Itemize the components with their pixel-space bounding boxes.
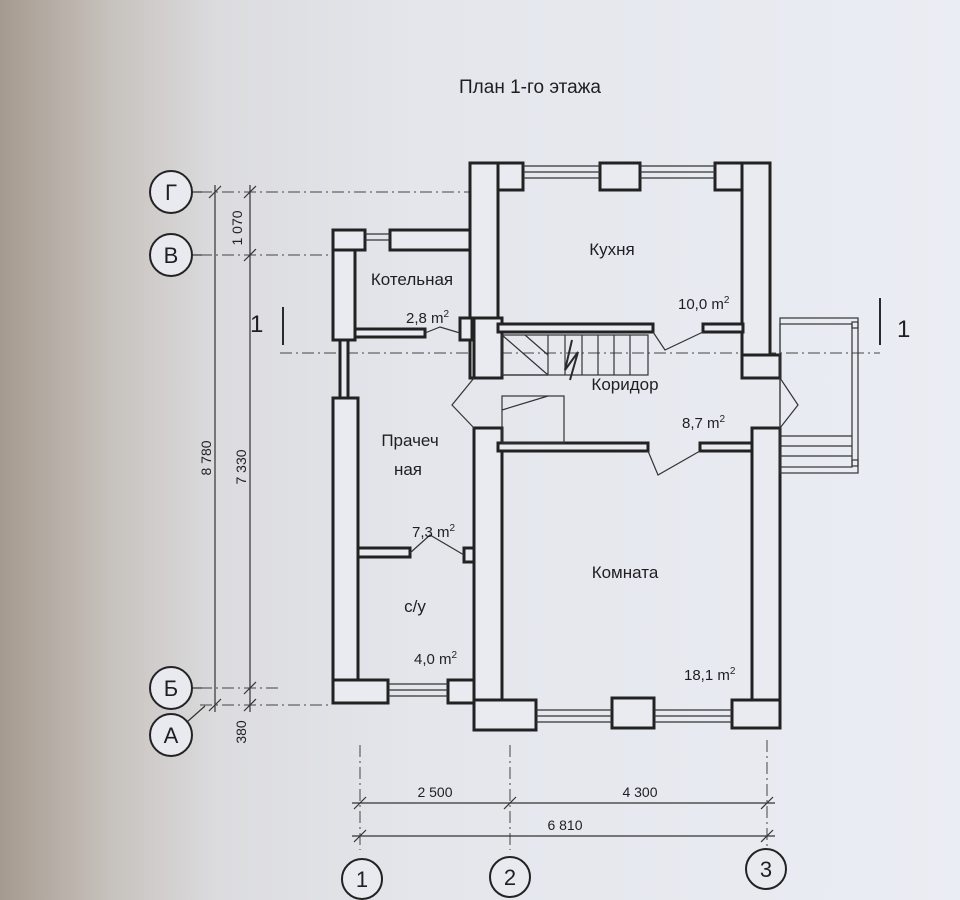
- dim-380: 380: [233, 720, 249, 744]
- area-corridor: 8,7 m2: [682, 414, 726, 432]
- section-markers: 1 1: [250, 298, 910, 345]
- dim-1070: 1 070: [229, 210, 245, 245]
- axis-label-b: Б: [164, 676, 178, 701]
- door-kitchen: [652, 331, 704, 351]
- window: [640, 165, 715, 179]
- area-kitchen: 10,0 m2: [678, 295, 730, 313]
- door-entrance-right: [779, 377, 799, 429]
- area-boiler: 2,8 m2: [406, 309, 450, 327]
- door-boiler: [424, 326, 461, 334]
- wall-segment: [701, 322, 745, 334]
- axis-label-1: 1: [356, 867, 368, 892]
- wall-segment: [338, 338, 350, 400]
- wall-segment: [472, 426, 504, 732]
- plan-title: План 1-го этажа: [459, 77, 601, 98]
- window: [536, 709, 612, 723]
- windows: [365, 165, 732, 723]
- axis-label-g: Г: [165, 180, 177, 205]
- wall-segment: [740, 353, 782, 380]
- room-name-boiler: Котельная: [371, 270, 453, 289]
- dim-2500: 2 500: [417, 784, 452, 800]
- room-labels: Кухня Котельная Коридор Прачеч ная Комна…: [371, 240, 659, 616]
- horizontal-dimensions: 2 500 4 300 6 810: [352, 784, 775, 843]
- wall-segment: [496, 441, 650, 453]
- wall-segment: [331, 678, 390, 705]
- wall-segment: [458, 316, 474, 342]
- wall-segment: [740, 161, 772, 380]
- dim-7330: 7 330: [233, 449, 249, 484]
- wall-segment: [353, 327, 427, 339]
- room-name-kitchen: Кухня: [589, 240, 635, 259]
- axis-label-v: В: [164, 243, 179, 268]
- wall-segment: [356, 546, 412, 559]
- wall-segment: [472, 698, 538, 732]
- door-entrance-left: [451, 377, 475, 429]
- doors: [409, 326, 799, 556]
- window: [388, 683, 448, 697]
- axis-bubble: [149, 666, 193, 710]
- axis-bubbles-numbers: 1 2 3: [341, 848, 787, 900]
- wall-segment: [730, 698, 782, 730]
- vertical-dimensions: 1 070 8 780 7 330 380: [198, 185, 257, 744]
- dim-4300: 4 300: [622, 784, 657, 800]
- room-areas: 10,0 m2 2,8 m2 8,7 m2 7,3 m2 18,1 m2 4,0…: [406, 295, 736, 684]
- room-name-corridor: Коридор: [591, 375, 658, 394]
- axis-bubble: [745, 848, 787, 890]
- room-name-living-room: Комната: [592, 563, 659, 582]
- wall-segment: [331, 396, 360, 705]
- wall-segment: [698, 441, 754, 453]
- axis-label-2: 2: [504, 865, 516, 890]
- porch: [779, 317, 859, 474]
- wall-segment: [331, 228, 367, 252]
- wall-segment: [610, 696, 656, 730]
- area-wc: 4,0 m2: [414, 650, 458, 668]
- dim-8780: 8 780: [198, 440, 214, 475]
- room-name-laundry-line1: Прачеч: [381, 431, 438, 450]
- axis-bubble: [149, 713, 193, 757]
- window: [365, 233, 390, 241]
- axis-bubble: [149, 170, 193, 214]
- axis-label-a: А: [164, 723, 179, 748]
- wall-segment: [496, 322, 655, 334]
- axis-label-3: 3: [760, 857, 772, 882]
- axis-bubble: [341, 858, 383, 900]
- room-name-wc: с/у: [404, 597, 426, 616]
- room-name-laundry-line2: ная: [394, 460, 422, 479]
- door-laundry-wc: [409, 534, 465, 556]
- wall-segment: [598, 161, 642, 192]
- door-room: [647, 450, 701, 476]
- area-laundry: 7,3 m2: [412, 523, 456, 541]
- section-label-right: 1: [897, 316, 910, 343]
- wall-segment: [388, 228, 472, 252]
- area-living-room: 18,1 m2: [684, 666, 736, 684]
- window: [654, 709, 732, 723]
- section-label-left: 1: [250, 311, 263, 338]
- wall-segment: [750, 426, 782, 730]
- axis-bubble: [489, 856, 531, 898]
- window: [523, 165, 600, 179]
- staircase: [501, 334, 649, 444]
- dim-6810: 6 810: [547, 817, 582, 833]
- walls: [331, 161, 782, 732]
- axis-bubbles-letters: Г В Б А: [149, 170, 206, 757]
- axis-bubble: [149, 233, 193, 277]
